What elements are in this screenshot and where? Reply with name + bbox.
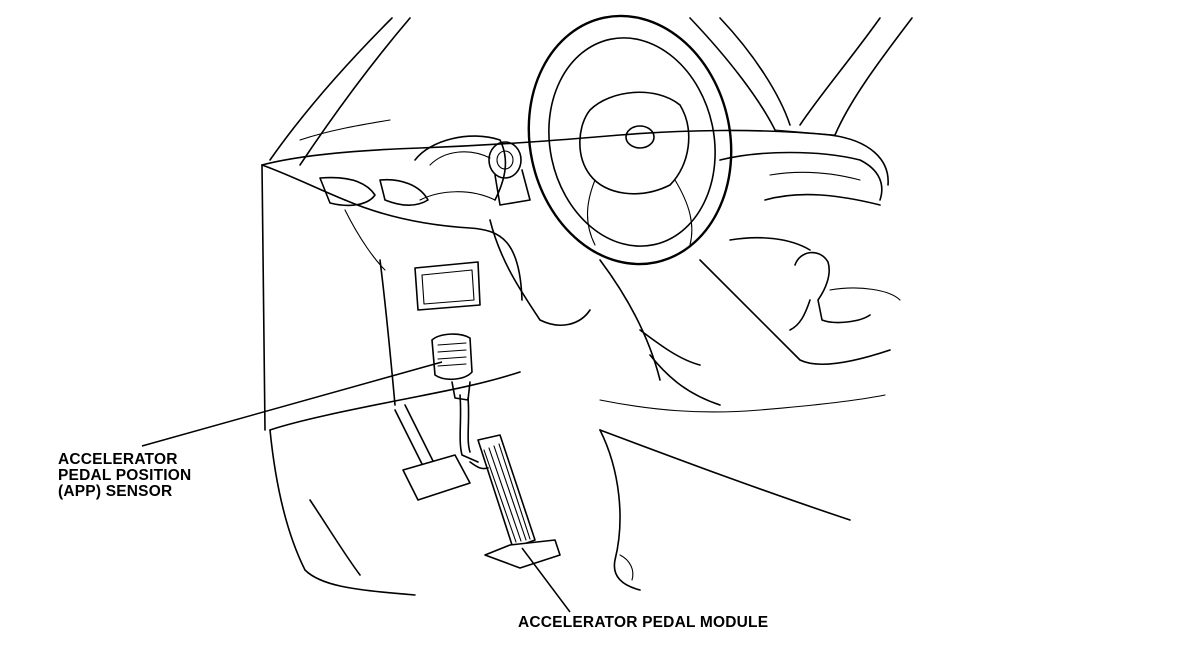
dashboard — [261, 129, 891, 431]
pedal-arm — [394, 394, 479, 501]
windshield-frame — [689, 17, 913, 136]
floor — [269, 429, 851, 596]
leader-line-app-sensor — [141, 361, 443, 447]
app-sensor — [431, 333, 473, 401]
steering-wheel — [488, 14, 733, 326]
pedal-module-label: ACCELERATOR PEDAL MODULE — [518, 614, 769, 631]
app-sensor-label-line2: PEDAL POSITION — [58, 467, 192, 484]
app-sensor-callout: ACCELERATOR PEDAL POSITION (APP) SENSOR — [58, 452, 258, 500]
accelerator-pedal — [469, 434, 561, 569]
leader-line-pedal-module — [521, 547, 571, 613]
gear-shift — [789, 251, 901, 331]
a-pillar — [269, 17, 411, 166]
app-sensor-label-line3: (APP) SENSOR — [58, 483, 173, 500]
app-sensor-label-line1: ACCELERATOR — [58, 451, 178, 468]
